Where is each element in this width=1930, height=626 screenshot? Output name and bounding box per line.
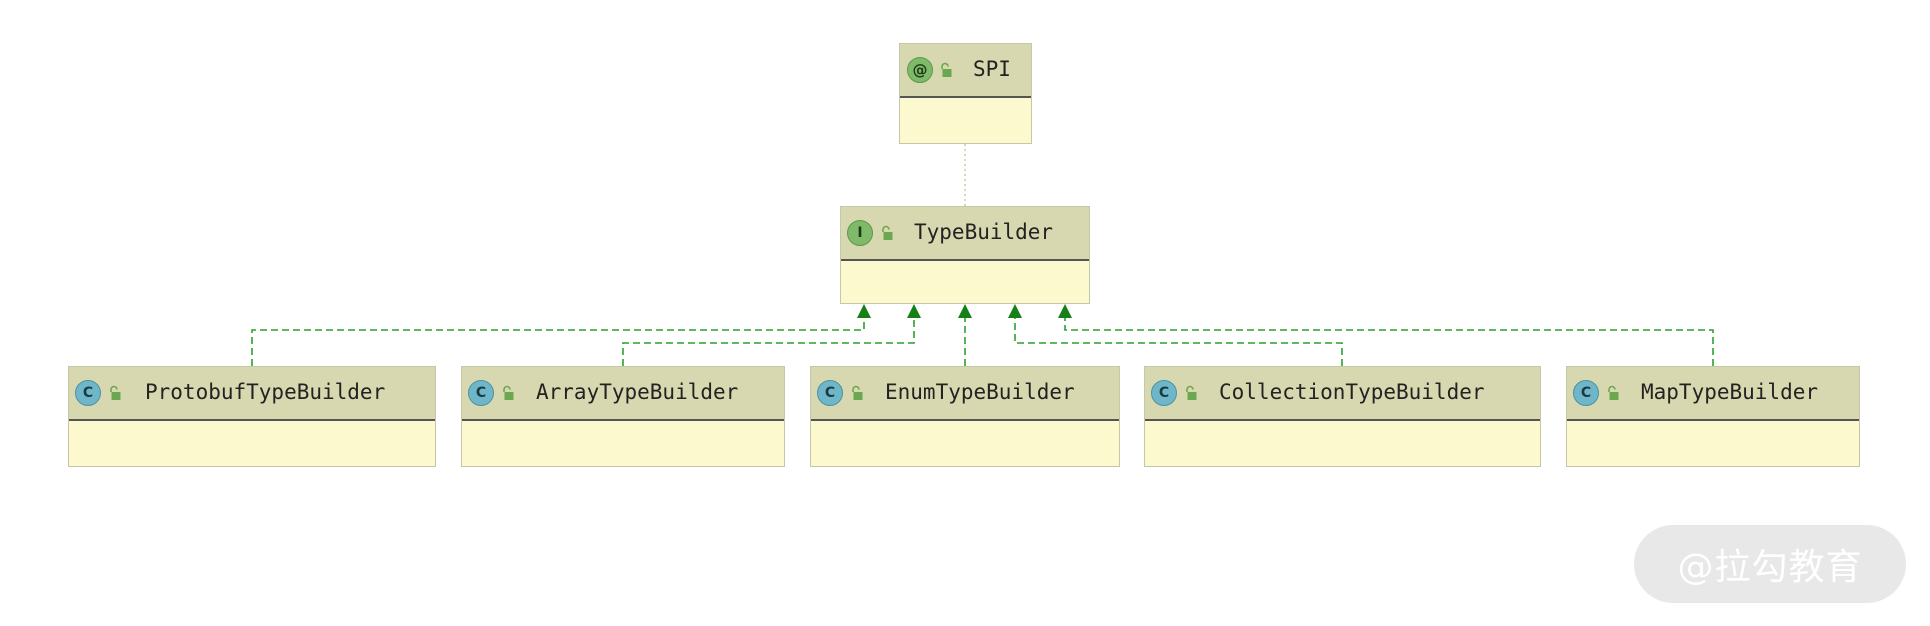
lock-icon	[882, 225, 893, 240]
typebuilder-header: I TypeBuilder	[841, 207, 1089, 261]
array-type-builder-node[interactable]: C ArrayTypeBuilder	[461, 366, 785, 467]
collection-type-builder-node[interactable]: C CollectionTypeBuilder	[1144, 366, 1541, 467]
typebuilder-node[interactable]: I TypeBuilder	[840, 206, 1090, 304]
spi-node[interactable]: @ SPI	[899, 43, 1032, 144]
lock-icon	[852, 385, 863, 400]
array-header: C ArrayTypeBuilder	[462, 367, 784, 421]
class-icon: C	[1573, 380, 1599, 406]
lock-icon	[941, 62, 952, 77]
enum-header: C EnumTypeBuilder	[811, 367, 1119, 421]
watermark: @拉勾教育	[1634, 525, 1906, 603]
lock-icon	[110, 385, 121, 400]
node-title: SPI	[973, 57, 1011, 81]
node-title: ProtobufTypeBuilder	[145, 380, 386, 404]
arrowhead-protobuf	[857, 304, 871, 318]
lock-icon	[503, 385, 514, 400]
arrowhead-map	[1058, 304, 1072, 318]
map-header: C MapTypeBuilder	[1567, 367, 1859, 421]
lock-icon	[1186, 385, 1197, 400]
node-title: MapTypeBuilder	[1641, 380, 1819, 404]
lock-icon	[1608, 385, 1619, 400]
node-title: EnumTypeBuilder	[885, 380, 1075, 404]
class-icon: C	[468, 380, 494, 406]
node-title: TypeBuilder	[914, 220, 1054, 244]
enum-type-builder-node[interactable]: C EnumTypeBuilder	[810, 366, 1120, 467]
class-icon: C	[75, 380, 101, 406]
class-icon: C	[817, 380, 843, 406]
arrowhead-collection	[1008, 304, 1022, 318]
edge-map-typebuilder	[1064, 313, 1714, 366]
arrowhead-enum	[958, 304, 972, 318]
node-title: CollectionTypeBuilder	[1219, 380, 1485, 404]
protobuf-header: C ProtobufTypeBuilder	[69, 367, 435, 421]
annotation-icon: @	[907, 57, 933, 83]
node-title: ArrayTypeBuilder	[536, 380, 739, 404]
collection-header: C CollectionTypeBuilder	[1145, 367, 1540, 421]
interface-icon: I	[847, 220, 873, 246]
protobuf-type-builder-node[interactable]: C ProtobufTypeBuilder	[68, 366, 436, 467]
map-type-builder-node[interactable]: C MapTypeBuilder	[1566, 366, 1860, 467]
edge-collection-typebuilder	[1014, 313, 1343, 366]
spi-header: @ SPI	[900, 44, 1031, 98]
class-icon: C	[1151, 380, 1177, 406]
edge-array-typebuilder	[622, 313, 915, 366]
arrowhead-array	[907, 304, 921, 318]
edge-protobuf-typebuilder	[251, 313, 865, 366]
